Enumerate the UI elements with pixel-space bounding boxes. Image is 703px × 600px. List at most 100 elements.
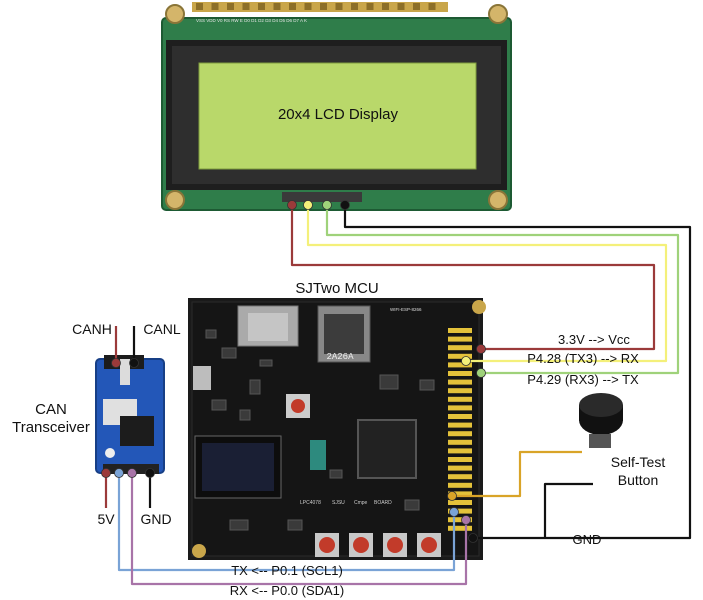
smd-component <box>249 379 261 395</box>
mcu-header-pin <box>448 414 472 419</box>
mcu-header-pin <box>448 422 472 428</box>
mcu-header-pin <box>448 379 472 385</box>
lcd-header-pin <box>211 3 219 10</box>
wires <box>101 200 692 586</box>
smd-component <box>329 469 343 479</box>
wire-endpoint <box>111 358 121 368</box>
wire-vcc-red <box>290 205 656 351</box>
wire-endpoint <box>114 468 124 478</box>
can-title-line2: Transceiver <box>12 419 90 436</box>
wire-endpoint <box>101 468 111 478</box>
wire-tx-green <box>325 205 680 375</box>
wire-can-rx-purple <box>130 473 468 586</box>
board-button-cap <box>421 537 437 553</box>
wire-endpoint <box>340 200 350 210</box>
wire-gnd-black <box>343 205 692 540</box>
tx-connection-label: P4.29 (RX3) --> TX <box>527 372 639 387</box>
smd-component <box>404 499 420 511</box>
5v-label: 5V <box>97 511 115 527</box>
mcu-header-pin <box>448 388 472 394</box>
mcu-header-pin <box>448 371 472 376</box>
lcd-header-pin <box>196 3 203 10</box>
lcd-header-pin <box>289 3 296 10</box>
mcu-header-pin <box>448 405 472 411</box>
lcd-module <box>161 2 512 211</box>
smd-component <box>287 519 303 531</box>
canh-label: CANH <box>72 321 112 337</box>
lcd-header-pin <box>335 3 343 10</box>
mcu-header-pin <box>448 448 472 454</box>
mcu-header-pin <box>448 353 472 359</box>
can-title-line1: CAN <box>35 401 67 418</box>
board-buttons <box>315 533 441 557</box>
wire-endpoint <box>476 368 486 378</box>
board-mark-3: Cmpe <box>354 500 368 506</box>
wire-endpoint <box>303 200 313 210</box>
gnd-label: GND <box>573 532 602 547</box>
lcd-header-pin <box>428 3 436 10</box>
can-chip <box>120 416 154 446</box>
can-tx-label: TX <-- P0.1 (SCL1) <box>231 563 343 578</box>
button-label-line2: Button <box>618 472 658 488</box>
lcd-header-pin <box>242 3 250 10</box>
lcd-header-pin <box>273 3 281 10</box>
mcu-header-pin <box>448 457 472 462</box>
board-mark-4: BOARD <box>374 500 392 506</box>
smd-component <box>205 329 217 339</box>
mcu-header-pin <box>448 525 472 531</box>
mcu-header-pin <box>448 482 472 488</box>
smd-component <box>211 399 227 411</box>
mcu-header-pin <box>448 396 472 402</box>
chip-marking: 2A26A <box>326 352 354 362</box>
smd-component <box>221 347 237 359</box>
wire-endpoint <box>461 356 471 366</box>
wire-endpoint <box>145 468 155 478</box>
can-transceiver-module <box>95 355 165 474</box>
usb-port <box>193 366 211 390</box>
vcc-label: 3.3V --> Vcc <box>558 332 630 347</box>
wire-can-tx-blue <box>117 473 456 572</box>
mcu-header-pin <box>448 491 472 497</box>
lcd-pin-header-text: VSS VDD V0 RS RW E D0 D1 D2 D3 D4 D5 D6 … <box>196 18 307 23</box>
mcu-chip <box>357 419 417 479</box>
lcd-header-pin <box>382 3 389 10</box>
lcd-title: 20x4 LCD Display <box>278 106 399 123</box>
wire-endpoint <box>461 515 471 525</box>
lcd-header-pin <box>351 3 358 10</box>
mcu-pin-header <box>448 328 472 531</box>
wire-endpoint <box>127 468 137 478</box>
self-test-button <box>579 393 623 448</box>
mcu-header-pin <box>448 362 472 368</box>
wire-rx-yellow <box>306 205 668 363</box>
board-mark-1: LPC4078 <box>300 500 321 506</box>
smd-component <box>419 379 435 391</box>
lcd-screen <box>198 62 477 170</box>
wire-button-black <box>543 482 593 538</box>
mcu-header-pin <box>448 474 472 480</box>
board-button-cap <box>387 537 403 553</box>
lcd-header-pin <box>397 3 405 10</box>
button-label-line1: Self-Test <box>611 454 666 470</box>
can-gnd-label: GND <box>140 511 171 527</box>
mcu-header-pin <box>448 500 472 505</box>
mcu-header-pin <box>448 345 472 351</box>
lcd-bottom-pins <box>282 192 362 202</box>
mcu-title: SJTwo MCU <box>295 280 378 297</box>
mcu-board <box>188 298 486 560</box>
smd-component <box>239 409 251 421</box>
can-rx-label: RX <-- P0.0 (SDA1) <box>230 583 345 598</box>
board-button-cap <box>319 537 335 553</box>
wire-endpoint <box>129 358 139 368</box>
wire-endpoint <box>322 200 332 210</box>
lcd-header-pin <box>366 3 374 10</box>
wire-endpoint <box>468 533 478 543</box>
lcd-header-pin <box>227 3 234 10</box>
board-button-cap <box>353 537 369 553</box>
wifi-label: WIFI-ESP-8266 <box>390 307 422 312</box>
mcu-header-pin <box>448 517 472 523</box>
board-silkscreen: LPC4078 SJSU Cmpe BOARD <box>300 500 392 506</box>
wire-button-gold <box>452 450 582 498</box>
mcu-header-pin <box>448 465 472 471</box>
smd-component <box>259 359 273 367</box>
